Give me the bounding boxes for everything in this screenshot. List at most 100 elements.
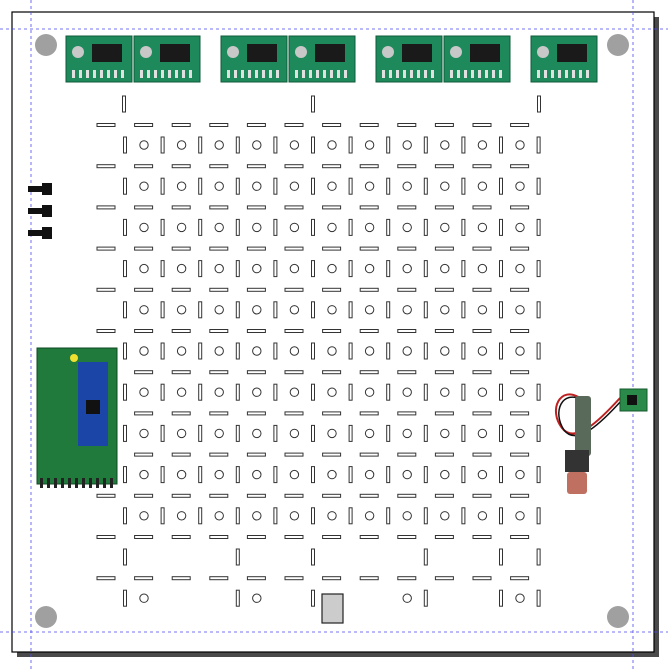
driver-pin xyxy=(551,70,554,78)
connector-pin-head xyxy=(42,205,52,217)
slot xyxy=(235,177,240,195)
slot xyxy=(322,123,342,127)
driver-pin xyxy=(161,70,164,78)
slot xyxy=(536,136,541,154)
slot xyxy=(134,123,154,127)
slot xyxy=(171,329,191,333)
slot xyxy=(536,589,541,607)
driver-pin xyxy=(537,70,540,78)
driver-chip xyxy=(247,44,277,62)
driver-pin xyxy=(182,70,185,78)
sensor-tip xyxy=(567,472,587,494)
slot xyxy=(134,493,154,498)
header-pin xyxy=(103,478,106,488)
slot xyxy=(434,370,454,375)
hole xyxy=(440,387,450,397)
hole xyxy=(402,387,412,397)
slot xyxy=(160,424,165,442)
hole xyxy=(176,140,187,150)
slot xyxy=(209,205,229,210)
driver-pin xyxy=(558,70,561,78)
slot xyxy=(171,287,191,292)
slot xyxy=(246,329,266,333)
hole xyxy=(364,305,375,315)
slot xyxy=(499,218,503,236)
slot xyxy=(499,548,503,566)
slot xyxy=(96,535,116,539)
slot xyxy=(472,329,492,333)
slot xyxy=(284,329,304,333)
port-cutout-rect xyxy=(321,593,344,624)
slot xyxy=(461,342,466,360)
hole xyxy=(214,305,224,315)
slot xyxy=(536,177,541,195)
slot xyxy=(322,246,342,251)
slot xyxy=(273,301,278,319)
driver-pin xyxy=(276,70,279,78)
slot xyxy=(510,370,530,375)
slot xyxy=(423,383,428,401)
driver-chip xyxy=(160,44,190,62)
slot xyxy=(434,164,454,169)
slot xyxy=(510,576,530,581)
slot xyxy=(198,342,203,360)
slot xyxy=(198,177,203,195)
mounting-hole xyxy=(35,34,57,56)
slot xyxy=(510,535,530,539)
mounting-hole xyxy=(35,606,57,628)
driver-pin xyxy=(140,70,143,78)
driver-pot xyxy=(295,46,307,58)
slot xyxy=(510,452,530,457)
slot xyxy=(122,95,126,113)
slot xyxy=(123,548,127,566)
slot xyxy=(311,383,315,401)
driver-pin xyxy=(175,70,178,78)
slot xyxy=(209,493,229,498)
driver-pin xyxy=(565,70,568,78)
slot xyxy=(536,466,541,484)
slot xyxy=(96,493,116,498)
hole xyxy=(364,346,375,356)
slot xyxy=(284,411,304,416)
hole xyxy=(440,181,450,191)
hole xyxy=(364,511,375,521)
hole xyxy=(477,263,488,274)
slot xyxy=(322,452,342,457)
driver-pot xyxy=(382,46,394,58)
slot xyxy=(423,589,428,607)
slot xyxy=(171,452,191,457)
slot xyxy=(171,411,191,416)
slot xyxy=(209,452,229,457)
slot xyxy=(386,466,391,484)
slot xyxy=(284,535,304,539)
driver-pin xyxy=(168,70,171,78)
hole xyxy=(327,469,337,480)
slot xyxy=(359,411,379,416)
slot xyxy=(397,205,417,210)
slot xyxy=(536,424,541,442)
hole xyxy=(139,263,149,274)
slot xyxy=(96,329,116,333)
slot xyxy=(284,164,304,169)
hole xyxy=(440,305,450,315)
slot xyxy=(235,136,240,154)
slot xyxy=(499,507,503,525)
hole xyxy=(515,511,525,521)
slot xyxy=(134,329,154,333)
slot xyxy=(198,466,203,484)
hole xyxy=(289,346,300,356)
hole xyxy=(289,263,300,274)
hole xyxy=(477,387,488,397)
driver-pin xyxy=(478,70,481,78)
slot xyxy=(246,205,266,210)
driver-pot xyxy=(537,46,549,58)
driver-pin xyxy=(330,70,333,78)
slot xyxy=(423,424,428,442)
slot xyxy=(472,576,492,581)
slot xyxy=(434,329,454,333)
connector-pin xyxy=(28,208,42,214)
slot xyxy=(510,493,530,498)
slot xyxy=(273,218,278,236)
hole xyxy=(289,222,300,233)
hole xyxy=(327,140,337,150)
